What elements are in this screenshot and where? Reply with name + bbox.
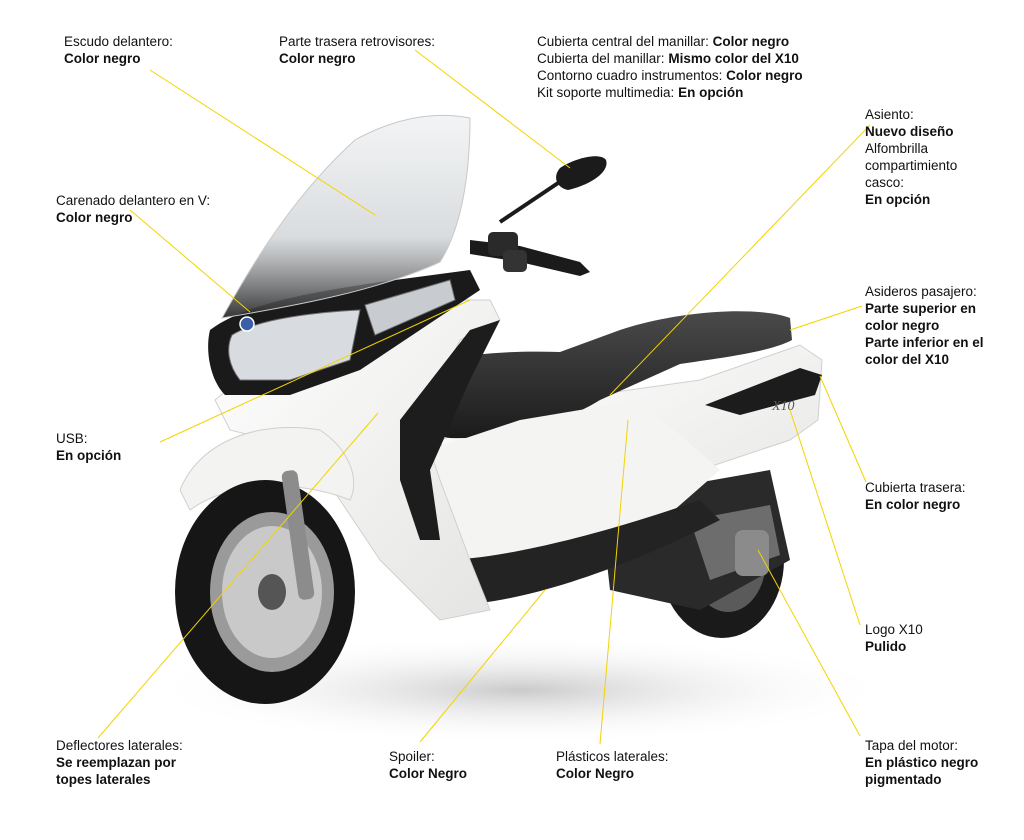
callout-usb: USB: En opción [56,430,121,464]
side-panel [430,400,720,600]
callout-value: Pulido [865,639,907,654]
mirror [556,156,607,190]
callout-value: Color Negro [389,766,468,781]
callout-carenado: Carenado delantero en V: Color negro [56,192,210,226]
callout-name: Carenado delantero en V: [56,193,211,208]
callout-name: Spoiler: [389,749,435,764]
callout-value: Color Negro [556,766,635,781]
callout-name: Plásticos laterales: [556,749,669,764]
headlight [228,309,361,381]
spoiler [440,500,720,605]
callout-name: Asideros pasajero: [865,284,977,299]
callout-escudo: Escudo delantero: Color negro [64,33,173,67]
front-fork [281,470,315,600]
callout-name: Asiento: [865,107,914,122]
callout-name: Alfombrilla compartimiento casco: [865,141,958,190]
callout-name: Parte trasera retrovisores: [279,34,436,49]
callout-value: Color negro [56,210,133,225]
callout-value: Color negro [712,34,790,49]
callout-retrovisores: Parte trasera retrovisores: Color negro [279,33,435,67]
callout-name: Cubierta del manillar: [537,51,665,66]
callout-value: Color negro [279,51,356,66]
callout-tapa-motor: Tapa del motor: En plástico negro pigmen… [865,737,1000,788]
x10-badge: X10 [771,399,795,414]
callout-value: En color negro [865,497,961,512]
callout-plasticos: Plásticos laterales: Color Negro [556,748,669,782]
callout-value: Color negro [726,68,803,83]
callout-value: En opción [678,85,744,100]
callout-name: Cubierta trasera: [865,480,966,495]
callout-value: Mismo color del X10 [668,51,799,66]
leader-lines [97,49,871,745]
callout-asiento: Asiento: Nuevo diseño Alfombrilla compar… [865,106,995,208]
callout-name: Deflectores laterales: [56,738,183,753]
callout-value: En plástico negro pigmentado [865,755,979,787]
callout-value: En opción [56,448,122,463]
seat [400,311,792,439]
callout-name: Escudo delantero: [64,34,173,49]
windscreen [221,114,471,319]
callout-value: Parte inferior en el color del X10 [865,335,984,367]
callout-name: Tapa del motor: [865,738,959,753]
callout-asideros: Asideros pasajero: Parte superior en col… [865,283,995,368]
callout-name: USB: [56,431,88,446]
callout-deflectores: Deflectores laterales: Se reemplazan por… [56,737,206,788]
callout-logo: Logo X10 Pulido [865,621,923,655]
brand-emblem [239,316,255,332]
callout-name: Kit soporte multimedia: [537,85,675,100]
callout-manillar: Cubierta central del manillar: Color neg… [537,33,803,101]
callout-value: Nuevo diseño [865,124,954,139]
callout-value: Parte superior en color negro [865,301,977,333]
front-wheel [175,480,355,704]
callout-spoiler: Spoiler: Color Negro [389,748,467,782]
callout-name: Cubierta central del manillar: [537,34,709,49]
callout-value: Se reemplazan por topes laterales [56,755,177,787]
callout-cubierta-trasera: Cubierta trasera: En color negro [865,479,966,513]
callout-name: Logo X10 [865,622,923,637]
callout-value: En opción [865,192,931,207]
callout-value: Color negro [64,51,141,66]
callout-name: Contorno cuadro instrumentos: [537,68,723,83]
